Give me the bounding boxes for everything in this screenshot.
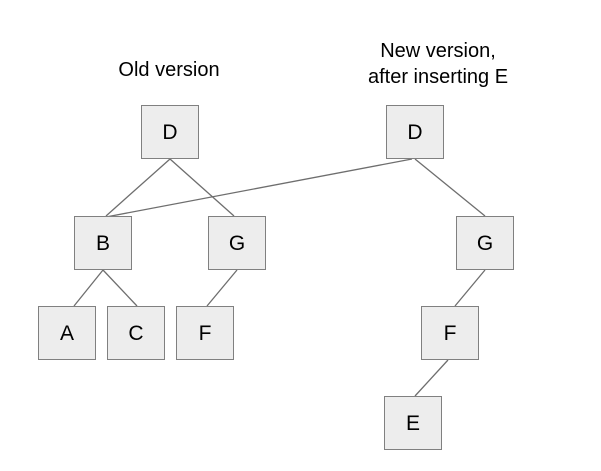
tree-edge-old-g-to-old-f [206, 269, 238, 307]
tree-node-old-g: G [208, 216, 266, 270]
tree-edge-old-b-to-old-a [73, 269, 104, 307]
tree-node-label: F [198, 321, 212, 345]
tree-node-label: G [476, 231, 494, 255]
old-version-caption-text: Old version [118, 57, 219, 83]
tree-edge-new-f-to-new-e [414, 359, 449, 397]
caption-line: New version, [380, 40, 496, 62]
tree-node-label: D [407, 120, 423, 144]
caption-line: after inserting E [367, 66, 509, 88]
tree-node-label: B [95, 231, 110, 255]
tree-edge-old-b-to-old-c [102, 269, 138, 307]
tree-node-label: E [405, 411, 420, 435]
tree-edge-old-d-to-old-g [169, 158, 235, 217]
tree-node-label: D [162, 120, 178, 144]
tree-node-old-d: D [141, 105, 199, 159]
tree-node-old-b: B [74, 216, 132, 270]
tree-node-new-f: F [421, 306, 479, 360]
new-version-caption-text: New version, after inserting E [368, 38, 508, 90]
tree-node-new-g: G [456, 216, 514, 270]
caption-line: Old version [118, 59, 220, 81]
tree-node-old-a: A [38, 306, 96, 360]
edges-group [73, 158, 486, 397]
tree-node-label: G [228, 231, 246, 255]
tree-node-old-f: F [176, 306, 234, 360]
tree-node-new-d: D [386, 105, 444, 159]
tree-node-label: C [128, 321, 144, 345]
tree-node-label: A [59, 321, 74, 345]
tree-edge-new-d-to-new-g [414, 158, 486, 217]
tree-node-old-c: C [107, 306, 165, 360]
tree-node-new-e: E [384, 396, 442, 450]
tree-edge-old-d-to-old-b [105, 158, 171, 217]
tree-edge-new-g-to-new-f [454, 269, 486, 307]
tree-node-label: F [443, 321, 457, 345]
shared-edge-new-d-to-old-b [105, 158, 413, 218]
